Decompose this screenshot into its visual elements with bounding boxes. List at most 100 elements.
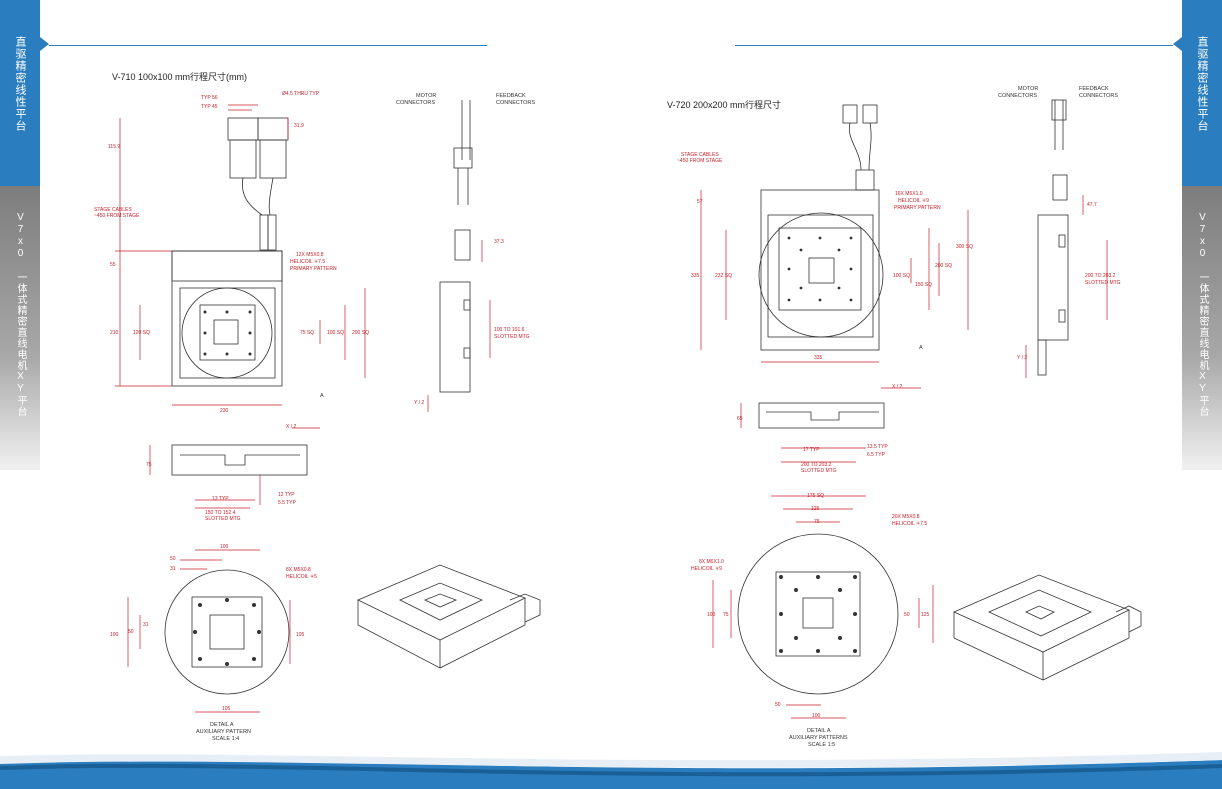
left-label-feedback2: CONNECTORS — [496, 100, 535, 106]
left-label-motor: MOTOR — [416, 93, 436, 99]
right-header-rule — [735, 45, 1173, 46]
right-label-aux4: HELICOIL ∓9 — [691, 566, 722, 572]
left-elevation — [427, 100, 491, 412]
right-label-detail1: DETAIL A — [807, 728, 831, 734]
left-label-feedback: FEEDBACK — [496, 93, 526, 99]
left-page-title: V-710 100x100 mm行程尺寸(mm) — [112, 72, 248, 82]
left-label-xhalf: X / 2 — [286, 424, 297, 430]
right-label-d75b: 75 — [723, 612, 729, 618]
left-label-210: 210 — [110, 330, 119, 336]
right-label-helicoil1: 16X M6X1.0 — [895, 191, 923, 197]
right-label-cables2: ~450 FROM STAGE — [677, 158, 723, 164]
left-notch-arrow — [40, 37, 49, 51]
right-sidebar-gradient — [1182, 186, 1222, 470]
right-side-view — [740, 387, 921, 463]
left-label-detail-31b: 31 — [143, 622, 149, 628]
left-label-typ13: 13 TYP — [212, 496, 229, 502]
right-label-d75: 75 — [814, 519, 820, 525]
left-sidebar: 直驱精密线性平台 V7x0 一体式精密直线电机XY平台 — [0, 0, 40, 470]
left-label-55: 55 — [110, 262, 116, 268]
left-label-a: A — [320, 393, 324, 399]
right-label-slot1: 200 TO 203.2 — [801, 462, 832, 468]
left-label-yhalf: Y / 2 — [414, 400, 424, 406]
right-label-slot2: SLOTTED MTG — [801, 468, 837, 474]
right-label-sq300: 300 SQ — [956, 244, 973, 250]
left-label-helicoil3: PRIMARY PATTERN — [290, 266, 337, 272]
left-label-detail-50: 50 — [170, 556, 176, 562]
right-label-typ65: 6.5 TYP — [867, 452, 886, 458]
left-label-slot1: 150 TO 152.4 — [205, 510, 236, 516]
left-label-sq200: 200 SQ — [352, 330, 369, 336]
right-sidebar-subheading: V7x0 一体式精密直线电机XY平台 — [1197, 212, 1208, 417]
left-label-slot2: SLOTTED MTG — [205, 516, 241, 522]
right-sidebar: 直驱精密线性平台 V7x0 一体式精密直线电机XY平台 — [1182, 0, 1222, 470]
left-label-typ56: TYP 56 — [201, 95, 218, 101]
left-label-230: 230 — [220, 408, 229, 414]
right-label-typ17: 17 TYP — [803, 447, 820, 453]
left-label-detail2: AUXILIARY PATTERN — [196, 729, 251, 735]
right-label-57: 57 — [697, 199, 703, 205]
left-label-sq75: 75 SQ — [300, 330, 314, 336]
right-label-d175: 175 SQ — [807, 493, 824, 499]
left-connectors — [227, 117, 289, 251]
right-connectors — [842, 104, 878, 191]
right-label-slotb2: SLOTTED MTG — [1085, 280, 1121, 286]
right-label-helicoil3: PRIMARY PATTERN — [894, 205, 941, 211]
right-label-detail2: AUXILIARY PATTERNS — [789, 735, 848, 741]
left-sidebar-tab — [0, 0, 40, 186]
right-label-335b: 335 — [814, 355, 823, 361]
footer-wave — [0, 752, 1222, 789]
left-label-typ45: TYP 45 — [201, 104, 218, 110]
right-label-d100: 100 — [707, 612, 716, 618]
left-side-view — [149, 427, 320, 509]
left-label-detail-50b: 50 — [128, 629, 134, 635]
left-label-1159: 115.9 — [108, 144, 120, 150]
right-isometric — [953, 574, 1142, 681]
right-label-typ135: 13.5 TYP — [867, 444, 888, 450]
left-dimensions — [115, 104, 366, 406]
left-label-detail-31: 31 — [170, 566, 176, 572]
right-label-detail3: SCALE 1:5 — [808, 742, 835, 748]
right-label-sq200: 200 SQ — [935, 263, 952, 269]
left-label-aux2: HELICOIL ∓5 — [286, 574, 317, 580]
right-label-sq232: 232 SQ — [715, 273, 732, 279]
right-detail-a — [712, 495, 934, 719]
right-label-motor2: CONNECTORS — [998, 93, 1037, 99]
left-label-cables2: ~450 FROM STAGE — [94, 213, 140, 219]
left-label-typ12: 12 TYP — [278, 492, 295, 498]
right-label-a: A — [919, 345, 923, 351]
right-label-motor: MOTOR — [1018, 86, 1038, 92]
right-label-aux2: HELICOIL ∓7.5 — [892, 521, 927, 527]
right-sidebar-heading: 直驱精密线性平台 — [1196, 36, 1208, 132]
right-label-335: 335 — [691, 273, 700, 279]
left-detail-a — [127, 549, 291, 713]
right-dimensions — [700, 190, 969, 363]
left-label-motor2: CONNECTORS — [396, 100, 435, 106]
left-label-helicoil1: 12X M5X0.8 — [296, 252, 324, 258]
left-label-typ55: 5.5 TYP — [278, 500, 297, 506]
right-label-feedback: FEEDBACK — [1079, 86, 1109, 92]
right-label-xhalf: X / 2 — [892, 384, 903, 390]
right-elevation — [1025, 99, 1108, 378]
right-label-helicoil2: HELICOIL ∓9 — [898, 198, 929, 204]
right-stage-plan — [758, 189, 884, 351]
right-label-d50b: 50 — [775, 702, 781, 708]
left-isometric — [357, 564, 541, 669]
right-drawing: STAGE CABLES ~450 FROM STAGE 57 16X M6X1… — [677, 86, 1142, 748]
left-label-sq120: 120 SQ — [133, 330, 150, 336]
left-label-detail1: DETAIL A — [210, 722, 234, 728]
left-sidebar-subheading: V7x0 一体式精密直线电机XY平台 — [15, 212, 26, 417]
left-sidebar-heading: 直驱精密线性平台 — [14, 36, 26, 132]
right-label-feedback2: CONNECTORS — [1079, 93, 1118, 99]
left-label-aux1: 8X M5X0.8 — [286, 567, 311, 573]
left-label-detail-105: 105 — [296, 632, 305, 638]
right-label-slotb1: 200 TO 203.2 — [1085, 273, 1116, 279]
right-label-sq150: 150 SQ — [915, 282, 932, 288]
left-label-detail-105b: 105 — [222, 706, 231, 712]
left-label-detail-100b: 100 — [110, 632, 119, 638]
left-label-75: 75 — [146, 462, 152, 468]
right-label-aux3: 8X M6X1.0 — [699, 559, 724, 565]
right-label-aux1: 20X M5X0.8 — [892, 514, 920, 520]
right-label-65: 65 — [737, 416, 743, 422]
left-label-slotb1: 100 TO 101.6 — [494, 327, 525, 333]
